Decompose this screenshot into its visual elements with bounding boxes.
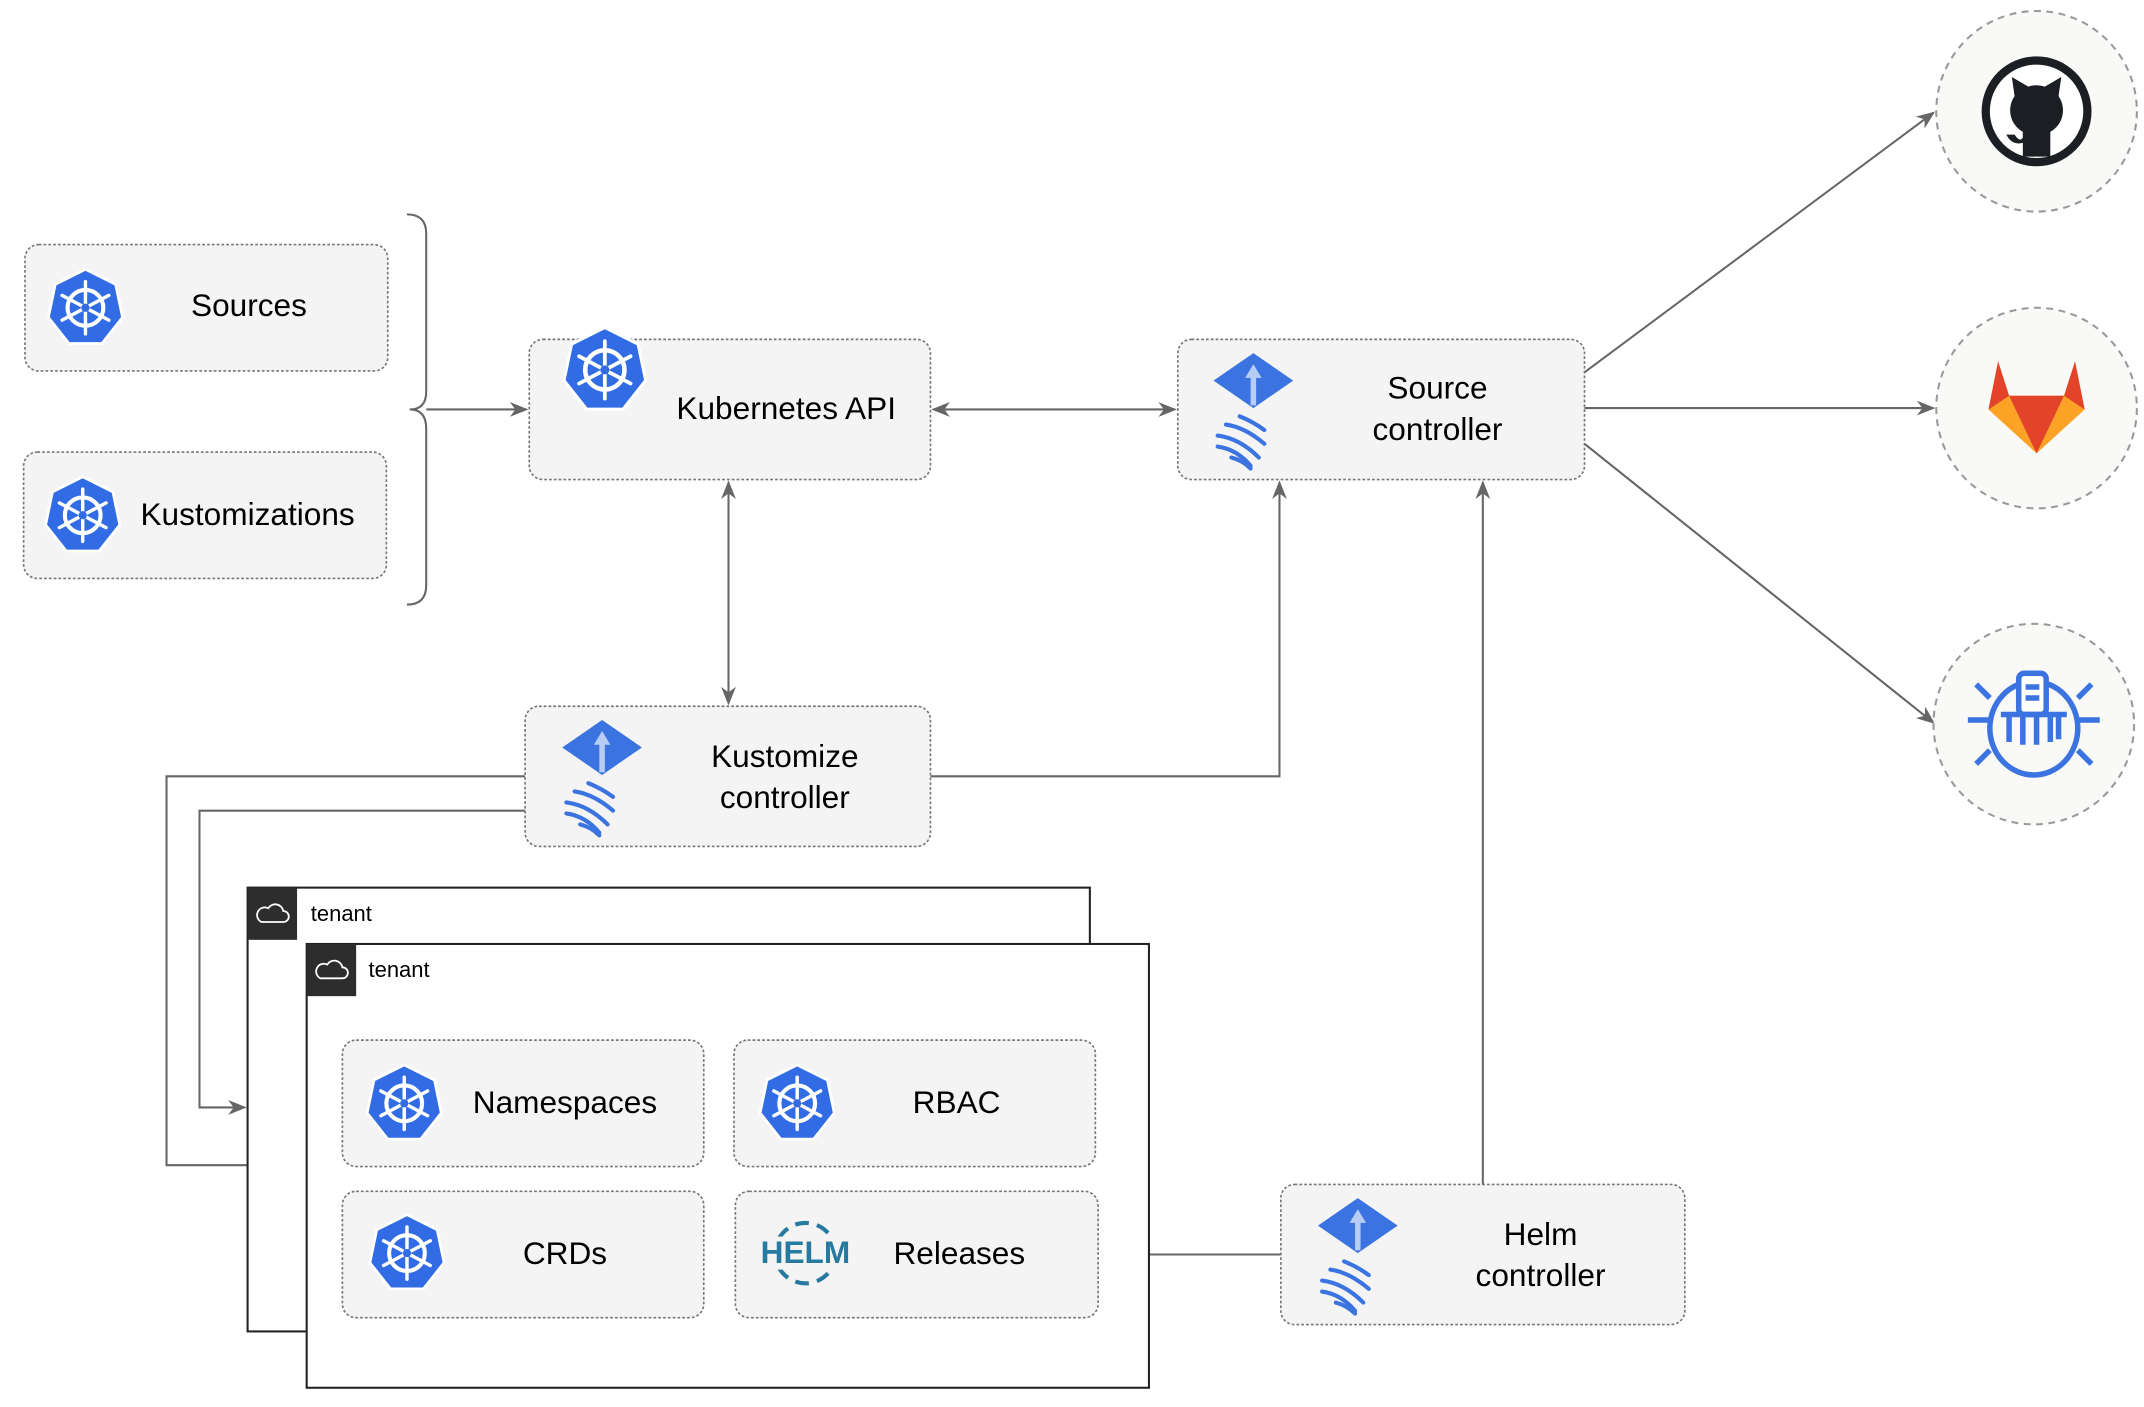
node-label: RBAC (913, 1084, 1001, 1120)
node-label-line1: Source (1387, 370, 1487, 406)
node-label: Releases (893, 1235, 1025, 1271)
node-label-line2: controller (1476, 1257, 1606, 1293)
edge-source-to-bucket (1583, 443, 1935, 724)
node-releases[interactable]: HELM Releases (734, 1190, 1099, 1319)
node-label-line1: Helm (1504, 1216, 1578, 1252)
node-kubernetes-api[interactable]: Kubernetes API (528, 328, 932, 481)
cloud-icon (315, 959, 349, 980)
node-crds[interactable]: CRDs (341, 1190, 705, 1319)
helm-logo-text: HELM (761, 1234, 851, 1270)
helm-icon: HELM (758, 1220, 853, 1286)
tenant-label: tenant (369, 957, 430, 982)
node-label: Sources (191, 287, 307, 323)
node-kustomizations[interactable]: Kustomizations (22, 451, 388, 580)
node-label: Kustomizations (140, 496, 354, 532)
node-rbac[interactable]: RBAC (733, 1039, 1097, 1168)
gitlab-icon (1988, 361, 2085, 454)
node-label: Kubernetes API (676, 390, 896, 426)
node-source-controller[interactable]: Source controller (1176, 338, 1586, 481)
node-namespaces[interactable]: Namespaces (341, 1039, 705, 1168)
node-label-line1: Kustomize (711, 738, 858, 774)
node-label: CRDs (523, 1235, 607, 1271)
edge-kustomize-to-tenant-back (198, 809, 526, 1115)
gitlab-source[interactable] (1935, 306, 2138, 510)
node-label-line2: controller (1373, 411, 1503, 447)
node-helm-controller[interactable]: Helm controller (1280, 1183, 1686, 1326)
node-kustomize-controller[interactable]: Kustomize controller (524, 705, 932, 848)
edge-source-to-github (1583, 111, 1936, 374)
node-label-line2: controller (720, 779, 850, 815)
node-sources[interactable]: Sources (24, 243, 389, 372)
bucket-source[interactable] (1932, 622, 2136, 826)
github-icon (1981, 56, 2092, 167)
tenant-label: tenant (311, 901, 372, 926)
github-source[interactable] (1935, 9, 2138, 213)
edge-kustomize-to-tenant-front (165, 775, 526, 1173)
bucket-icon (1967, 670, 2100, 778)
cloud-icon (256, 903, 290, 923)
edge-kustomize-to-source (930, 480, 1287, 778)
node-label: Namespaces (473, 1084, 657, 1120)
brace-connector (406, 213, 428, 606)
